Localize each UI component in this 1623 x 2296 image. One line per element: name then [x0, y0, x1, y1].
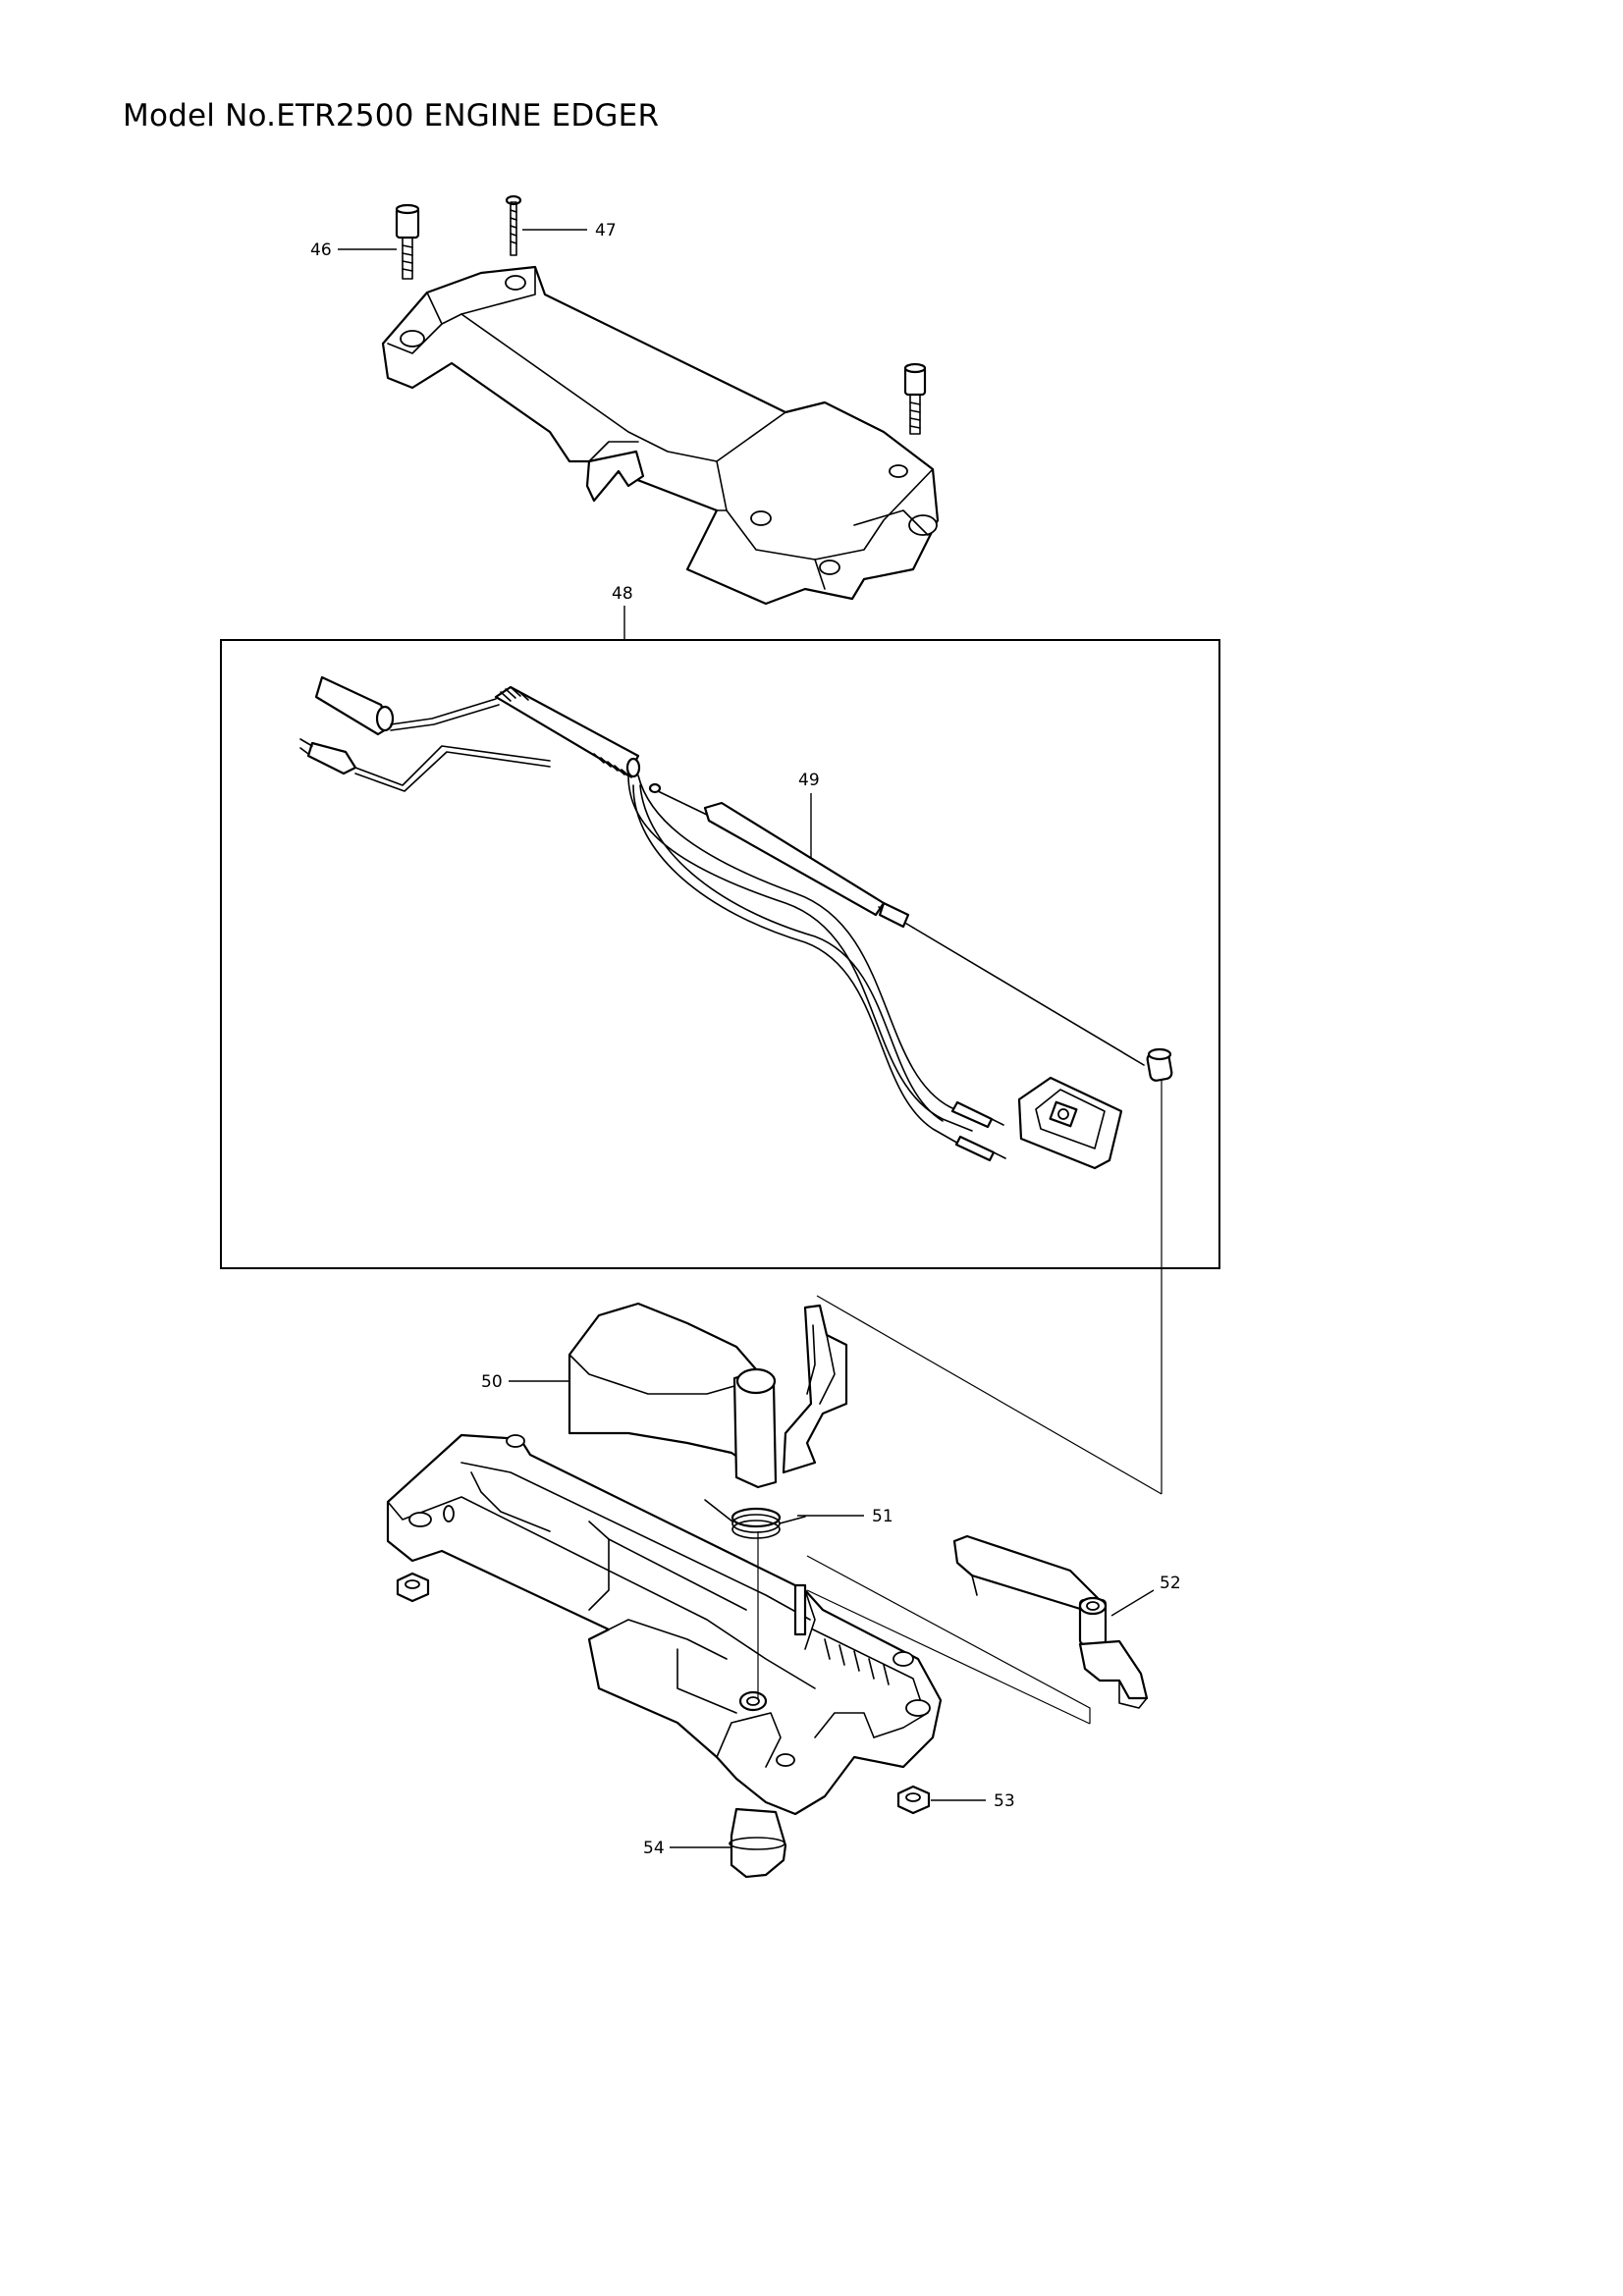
ref-label-49: 49	[798, 771, 820, 790]
guide-line-lever-b	[806, 1589, 1091, 1725]
part-48-wire-harness	[299, 675, 1123, 1170]
guide-line-lever-a	[806, 1555, 1091, 1724]
part-53-hex-nut-left	[396, 1572, 430, 1603]
part-54-end-cap	[729, 1807, 787, 1879]
ref-label-54: 54	[643, 1839, 665, 1858]
part-53-hex-nut-right	[896, 1785, 931, 1815]
part-51-spring	[704, 1499, 806, 1539]
ref-label-48: 48	[612, 584, 633, 604]
part-52-lock-lever	[952, 1534, 1149, 1709]
ref-label-50: 50	[481, 1372, 503, 1392]
part-48-assembly-box	[220, 639, 1220, 1269]
guide-line-trigger	[816, 1295, 1163, 1495]
page-title: Model No.ETR2500 ENGINE EDGER	[123, 98, 660, 133]
ref-label-51: 51	[872, 1507, 893, 1526]
part-47-tapping-screw	[505, 194, 522, 256]
upper-handle-housing	[381, 265, 940, 606]
ref-label-46: 46	[310, 240, 332, 260]
part-50-throttle-trigger	[568, 1302, 848, 1489]
part-49-throttle-cable	[648, 782, 1173, 1082]
upper-handle-screw	[903, 362, 927, 435]
lower-handle-housing	[386, 1433, 943, 1816]
leader-52	[1110, 1589, 1155, 1617]
part-46-cap-screw	[395, 203, 420, 280]
ref-label-52: 52	[1160, 1574, 1181, 1593]
ref-label-53: 53	[994, 1791, 1015, 1811]
ref-label-47: 47	[595, 221, 617, 240]
